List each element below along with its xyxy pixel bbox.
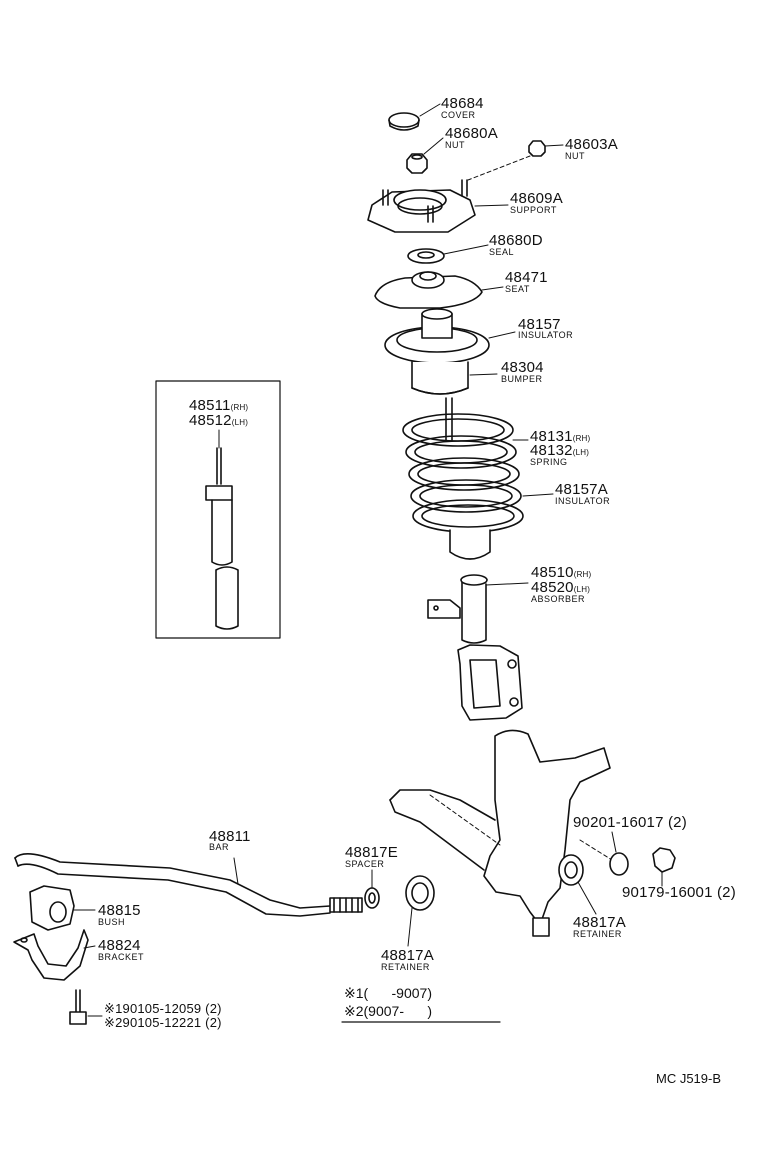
diagram-code: MC J519-B [656, 1071, 722, 1086]
nut-90179-part-number: 90179-16001 (2) [622, 884, 736, 901]
bracket-name: BRACKET [98, 952, 145, 962]
retainer-right-name: RETAINER [573, 929, 622, 939]
absorber-rh-part-number: 48510(RH) [531, 564, 592, 581]
seal-name: SEAL [489, 247, 515, 257]
seal-part-number: 48680D [489, 232, 543, 249]
nut-48680a-drawing [406, 137, 444, 174]
nut-48680a-name: NUT [445, 140, 465, 150]
cover-part-number: 48684 [441, 95, 484, 112]
nut-48680a-part-number: 48680A [445, 125, 498, 142]
insulator-48157-name: INSULATOR [518, 330, 574, 340]
nut-48603a-part-number: 48603A [565, 136, 618, 153]
insulator-48157-part-number: 48157 [518, 316, 561, 333]
retainer-left-drawing [405, 875, 435, 947]
bar-name: BAR [209, 842, 230, 852]
spring-rh-part-number: 48131(RH) [530, 428, 591, 445]
spacer-part-number: 48817E [345, 844, 398, 861]
bolt-bar-drawing [69, 989, 103, 1025]
spring-drawing [402, 397, 529, 533]
absorber-lh-part-number: 48520(LH) [531, 579, 591, 596]
bolt-90201-part-number: 90201-16017 (2) [573, 814, 687, 831]
bumper-part-number: 48304 [501, 359, 544, 376]
stabilizer-bar-drawing [14, 853, 363, 917]
insulator-48157-drawing [384, 308, 516, 364]
spacer-drawing [364, 869, 380, 909]
bolt-90105-12221-part-number: ※290105-12221 (2) [104, 1015, 222, 1030]
bracket-part-number: 48824 [98, 937, 141, 954]
retainer-left-name: RETAINER [381, 962, 430, 972]
seat-part-number: 48471 [505, 269, 548, 286]
nut-48603a-name: NUT [565, 151, 585, 161]
bush-name: BUSH [98, 917, 126, 927]
cover-name: COVER [441, 110, 476, 120]
absorber-drawing [427, 574, 529, 721]
bumper-drawing [411, 361, 498, 395]
knuckle-drawing [389, 729, 613, 937]
seal-drawing [407, 244, 489, 264]
note-2: ※2(9007- ) [344, 1003, 432, 1019]
insulator-48157a-part-number: 48157A [555, 481, 608, 498]
support-drawing [367, 179, 509, 233]
cartridge-box [155, 380, 281, 639]
insulator-48157a-name: INSULATOR [555, 496, 611, 506]
bush-drawing [29, 885, 96, 931]
retainer-left-part-number: 48817A [381, 947, 434, 964]
bar-part-number: 48811 [209, 828, 251, 845]
bolt-90105-12059-part-number: ※190105-12059 (2) [104, 1001, 222, 1016]
seat-name: SEAT [505, 284, 530, 294]
insulator-48157a-drawing [449, 493, 554, 560]
bumper-name: BUMPER [501, 374, 543, 384]
cartridge-lh-part-number: 48512(LH) [189, 412, 249, 429]
seat-drawing [374, 271, 504, 309]
spring-name: SPRING [530, 457, 568, 467]
support-name: SUPPORT [510, 205, 557, 215]
spacer-name: SPACER [345, 859, 385, 869]
absorber-name: ABSORBER [531, 594, 586, 604]
bracket-drawing [13, 929, 96, 981]
nut-48603a-drawing [467, 140, 564, 181]
bush-part-number: 48815 [98, 902, 141, 919]
support-part-number: 48609A [510, 190, 563, 207]
washer-nut-drawing [609, 831, 676, 887]
cartridge-rh-part-number: 48511(RH) [189, 397, 249, 414]
note-1: ※1( -9007) [344, 985, 432, 1001]
spring-lh-part-number: 48132(LH) [530, 442, 590, 459]
retainer-right-part-number: 48817A [573, 914, 626, 931]
cover-drawing [388, 103, 441, 131]
